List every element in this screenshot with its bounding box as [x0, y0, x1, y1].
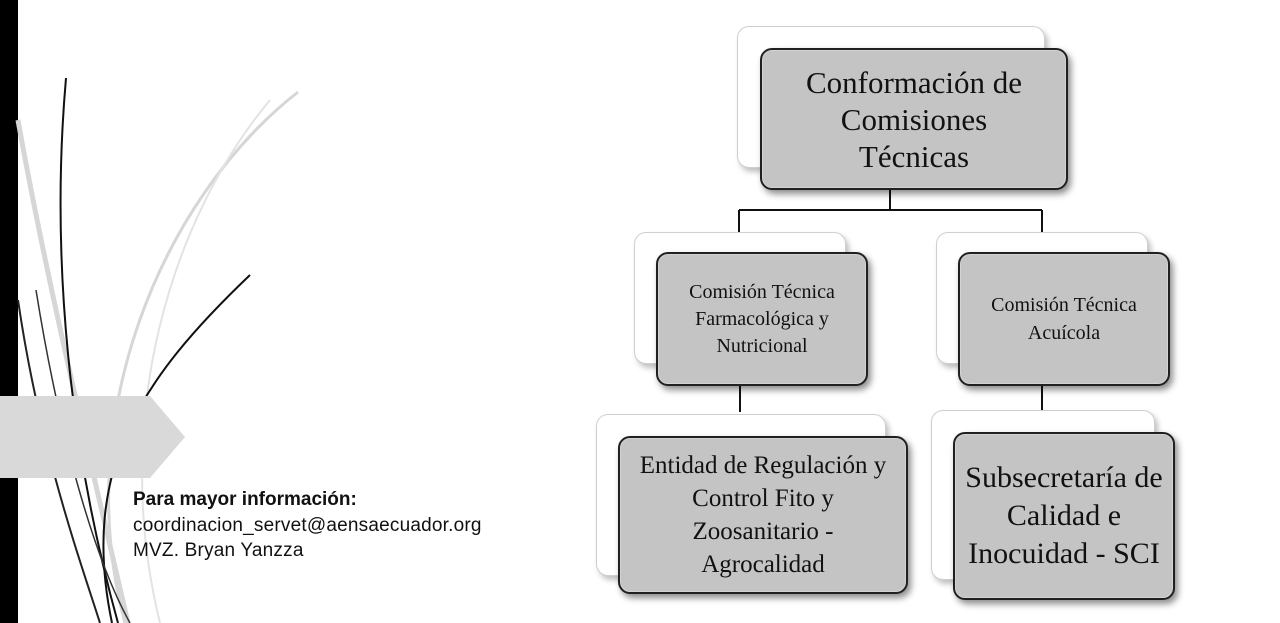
right-entity-node: Subsecretaría de Calidad e Inocuidad - S… [953, 432, 1175, 600]
right-entity-label: Subsecretaría de Calidad e Inocuidad - S… [965, 461, 1163, 570]
left-commission-node: Comisión Técnica Farmacológica y Nutrici… [656, 252, 868, 386]
left-entity-label: Entidad de Regulación y Control Fito y Z… [639, 452, 887, 578]
root-node: Conformación de Comisiones Técnicas [760, 48, 1068, 190]
contact-email[interactable]: coordinacion_servet@aensaecuador.org [133, 515, 482, 536]
root-node-label: Conformación de Comisiones Técnicas [805, 64, 1023, 174]
pentagon-arrow-shape [0, 396, 185, 478]
contact-heading: Para mayor información: [133, 489, 357, 510]
left-commission-label: Comisión Técnica Farmacológica y Nutrici… [689, 280, 835, 357]
left-entity-node: Entidad de Regulación y Control Fito y Z… [618, 436, 908, 594]
contact-name: MVZ. Bryan Yanzza [133, 540, 304, 561]
right-commission-label: Comisión Técnica Acuícola [991, 294, 1137, 344]
right-commission-node: Comisión Técnica Acuícola [958, 252, 1170, 386]
contact-info: Para mayor información: coordinacion_ser… [133, 489, 482, 563]
